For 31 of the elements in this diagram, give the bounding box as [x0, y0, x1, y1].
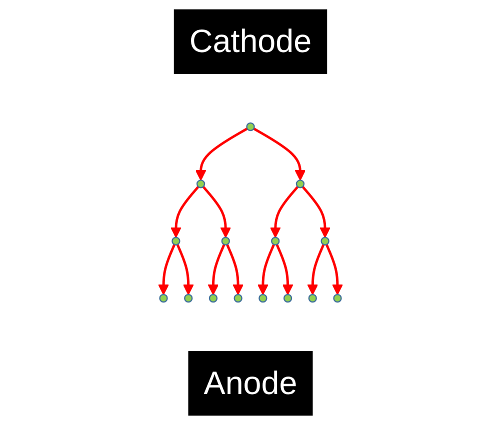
node-circle [320, 236, 330, 246]
node-circle [159, 294, 168, 303]
arrow [208, 244, 226, 296]
arrow [325, 244, 343, 296]
node-circle [308, 294, 317, 303]
node-circle [333, 294, 342, 303]
node-circle [296, 180, 305, 188]
arrow [226, 244, 244, 296]
arrow [176, 244, 194, 296]
arrow [276, 244, 294, 296]
arrow [302, 186, 331, 238]
node-circle [172, 236, 180, 246]
node-box: Anode [188, 351, 313, 416]
node-circle [208, 294, 218, 303]
arrow [257, 244, 275, 296]
arrow [307, 244, 325, 296]
node-circle [184, 294, 193, 303]
node-circle [234, 294, 242, 303]
arrow [202, 186, 232, 238]
node-circle [283, 294, 292, 303]
arrow [195, 128, 248, 181]
node-circle [271, 236, 280, 246]
node-circle [258, 294, 268, 303]
node-box: Cathode [174, 9, 328, 74]
arrow [270, 186, 299, 238]
arrow [158, 244, 176, 296]
node-circle [196, 180, 206, 188]
arrow [253, 128, 306, 181]
node-circle [221, 236, 230, 246]
arrow [170, 186, 200, 238]
node-circle [246, 122, 255, 132]
